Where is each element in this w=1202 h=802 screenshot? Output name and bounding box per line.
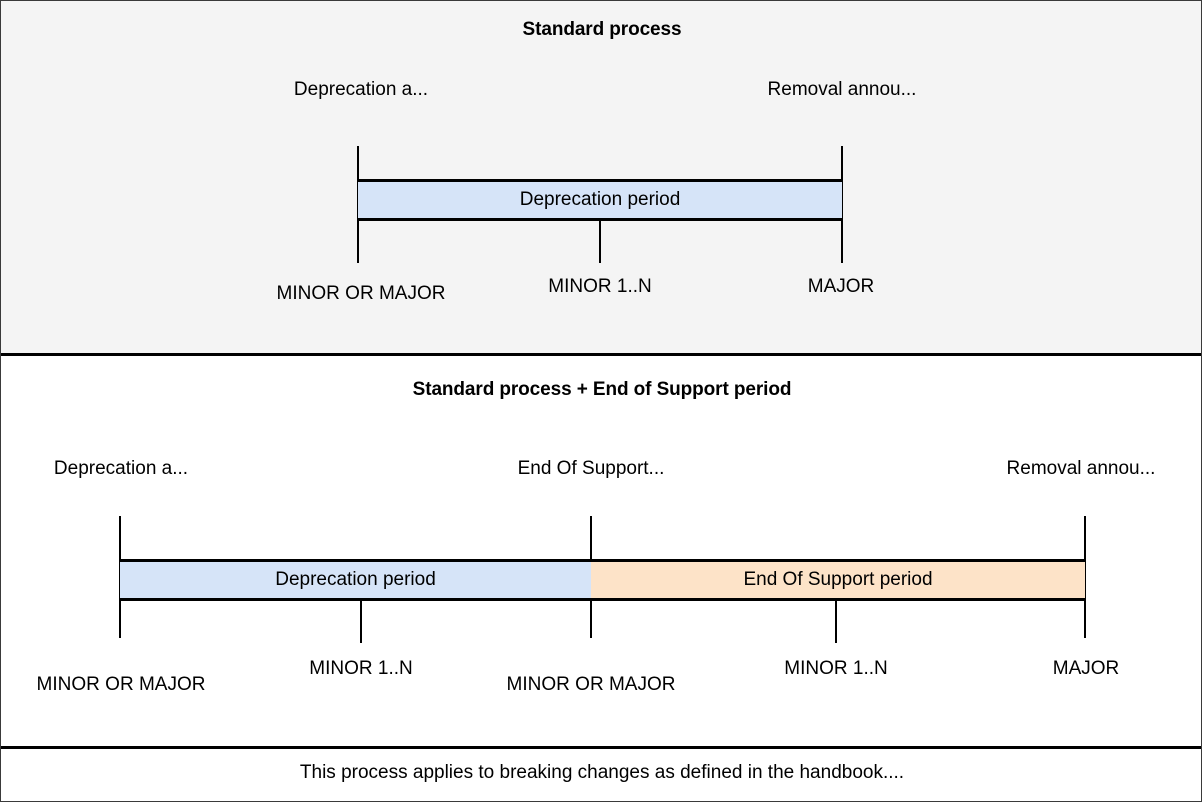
bar-end-of-support-period: End Of Support period — [591, 559, 1085, 601]
panel-standard-process-title: Standard process — [522, 19, 682, 40]
tick-eos-minor-releases-support — [835, 601, 837, 643]
tick-label-minor-1-n: MINOR 1..N — [548, 276, 652, 297]
panel-standard-process-plus-eos: Standard process + End of Support period… — [1, 356, 1201, 749]
tick-eos-minor-releases-deprecation — [360, 601, 362, 643]
bar-deprecation-period: Deprecation period — [358, 179, 842, 221]
footer-note-text: This process applies to breaking changes… — [299, 762, 905, 783]
tick-label-minor-or-major-start: MINOR OR MAJOR — [276, 283, 446, 304]
tick-label-eos-minor-1-n-first: MINOR 1..N — [309, 658, 413, 679]
bar-deprecation-period-label: Deprecation period — [519, 189, 681, 210]
event-label-deprecation-announced: Deprecation a... — [293, 79, 429, 100]
event-label-deprecation-announced-eos: Deprecation a... — [53, 458, 189, 479]
panel-eos-title: Standard process + End of Support period — [412, 379, 792, 400]
event-label-removal-announced-eos: Removal annou... — [1006, 458, 1156, 479]
tick-label-eos-minor-or-major-boundary: MINOR OR MAJOR — [506, 674, 676, 695]
tick-minor-releases — [599, 221, 601, 263]
tick-eos-end-removal — [1084, 516, 1086, 638]
tick-label-major-end: MAJOR — [807, 276, 875, 297]
tick-label-eos-minor-1-n-second: MINOR 1..N — [784, 658, 888, 679]
tick-label-eos-major-end: MAJOR — [1052, 658, 1120, 679]
event-label-removal-announced: Removal annou... — [767, 79, 917, 100]
bar-end-of-support-period-label: End Of Support period — [743, 569, 933, 590]
tick-end-removal — [841, 146, 843, 263]
tick-label-eos-minor-or-major-start: MINOR OR MAJOR — [36, 674, 206, 695]
panel-standard-process: Standard process Deprecation a... Remova… — [1, 1, 1201, 356]
panel-footer-note: This process applies to breaking changes… — [1, 749, 1201, 801]
event-label-end-of-support: End Of Support... — [517, 458, 665, 479]
bar-deprecation-period-eos-label: Deprecation period — [275, 569, 436, 590]
bar-deprecation-period-eos: Deprecation period — [120, 559, 591, 601]
